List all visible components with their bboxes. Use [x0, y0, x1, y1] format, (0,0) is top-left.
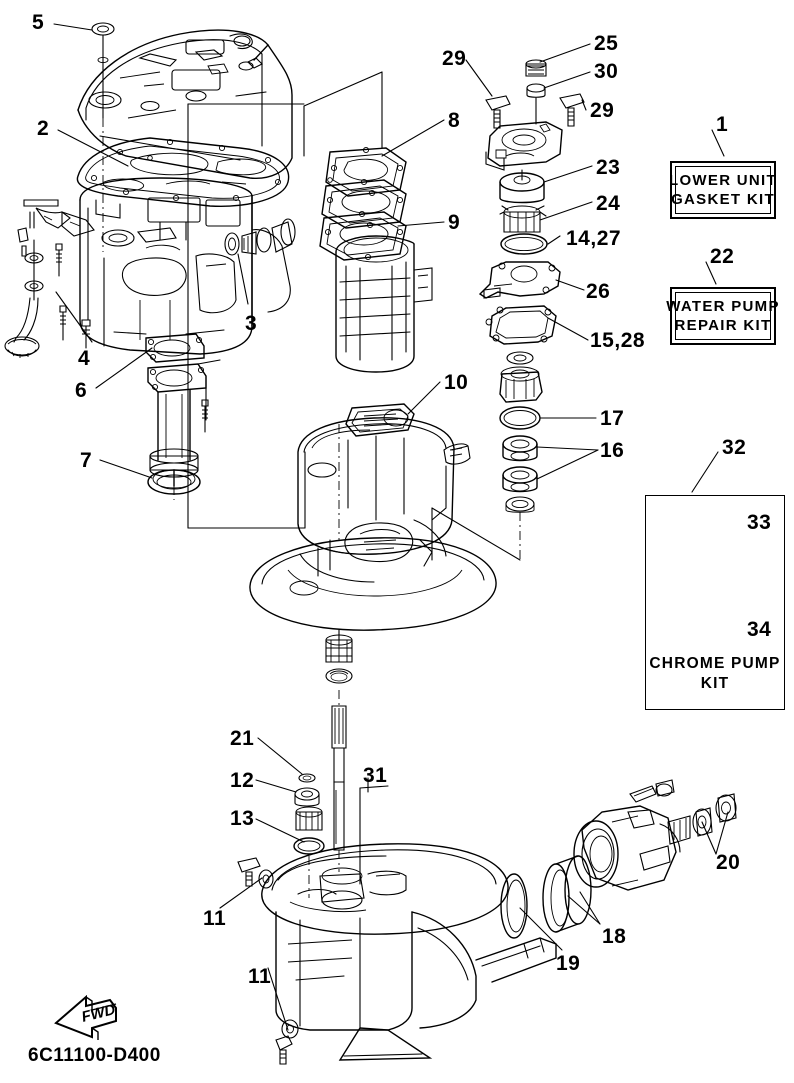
upper-casing-gasket-art	[77, 138, 288, 206]
callout-33: 33	[747, 511, 772, 534]
callout-11-upper: 11	[203, 907, 227, 930]
callout-29-left: 29	[442, 47, 467, 70]
kit-box-inner: LOWER UNIT GASKET KIT	[669, 166, 776, 214]
callout-2: 2	[37, 117, 50, 140]
kit-box-inner: WATER PUMP REPAIR KIT	[666, 292, 778, 340]
callout-11-lower: 11	[248, 965, 272, 988]
kit-label-line2: GASKET KIT	[671, 191, 775, 208]
callout-6: 6	[75, 379, 88, 402]
callout-26: 26	[586, 280, 611, 303]
callout-15-28: 15,28	[590, 329, 646, 352]
fwd-arrow-icon: FWD	[52, 994, 122, 1040]
callout-13: 13	[230, 807, 255, 830]
shift-linkage-art	[5, 200, 94, 358]
callout-19: 19	[556, 952, 581, 975]
diagram-part-number: 6C11100-D400	[28, 1045, 161, 1066]
callout-5: 5	[32, 11, 45, 34]
callout-4: 4	[78, 347, 91, 370]
kit-label-line1: LOWER UNIT	[669, 172, 777, 189]
callout-24: 24	[596, 192, 621, 215]
kit-label-line1: WATER PUMP	[666, 298, 780, 315]
callout-32: 32	[722, 436, 747, 459]
callout-8: 8	[448, 109, 461, 132]
kit-box-lower-unit-gasket[interactable]: LOWER UNIT GASKET KIT	[669, 161, 776, 219]
kit-label-line2: REPAIR KIT	[674, 317, 772, 334]
callout-10: 10	[444, 371, 469, 394]
callout-34: 34	[747, 618, 772, 641]
callout-20: 20	[716, 851, 741, 874]
chrome-kit-title-line2: KIT	[700, 675, 730, 692]
upper-casing-top-art	[78, 23, 292, 178]
callout-7: 7	[80, 449, 93, 472]
group-brackets	[188, 104, 520, 560]
kit-box-water-pump-repair[interactable]: WATER PUMP REPAIR KIT	[666, 287, 778, 345]
upper-casing-body-art	[80, 178, 295, 354]
callout-22: 22	[710, 245, 735, 268]
callout-17: 17	[600, 407, 625, 430]
callout-14-27: 14,27	[566, 227, 622, 250]
callout-9: 9	[448, 211, 461, 234]
water-pump-stack-art	[480, 60, 584, 512]
callout-18: 18	[602, 925, 627, 948]
callout-30: 30	[594, 60, 619, 83]
callout-16: 16	[600, 439, 625, 462]
gasket-stack-art	[304, 72, 432, 372]
gearcase-upper-art	[250, 404, 496, 683]
callout-29-right: 29	[590, 99, 615, 122]
prop-shaft-housing-art	[501, 780, 736, 938]
chrome-kit-title-line1: CHROME PUMP	[649, 655, 781, 672]
exhaust-tube-art	[146, 334, 220, 494]
callout-25: 25	[594, 32, 619, 55]
callout-31: 31	[363, 764, 388, 787]
leader-lines	[54, 24, 742, 1030]
kit-box-chrome-pump[interactable]: CHROME PUMP KIT	[645, 495, 785, 710]
assembly-guides	[103, 118, 520, 898]
callout-12: 12	[230, 769, 255, 792]
drive-shaft-art	[238, 706, 556, 1064]
callout-21: 21	[230, 727, 255, 750]
callout-1: 1	[716, 113, 729, 136]
callout-3: 3	[245, 312, 258, 335]
callout-23: 23	[596, 156, 621, 179]
